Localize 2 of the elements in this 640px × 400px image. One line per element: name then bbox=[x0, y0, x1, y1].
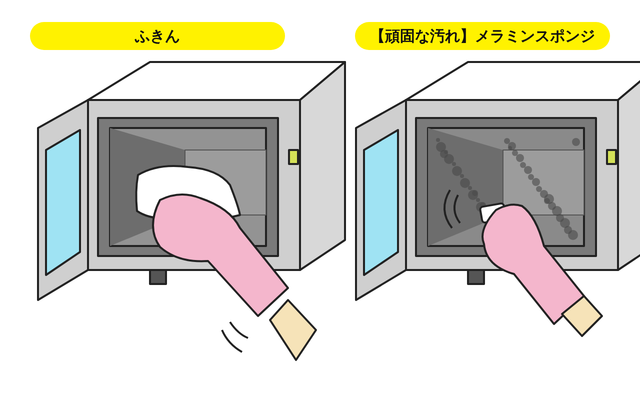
heading-label: ふきん bbox=[30, 22, 285, 50]
heading-label: 【頑固な汚れ】メラミンスポンジ bbox=[355, 22, 610, 50]
